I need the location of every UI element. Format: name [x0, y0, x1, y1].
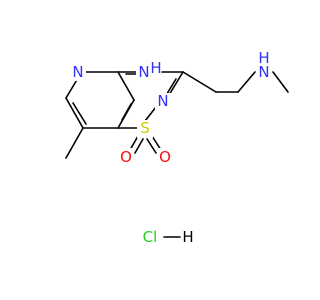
bond-n7-c8: [65, 77, 79, 99]
atom-n4: N: [138, 63, 149, 81]
sulfonyl-bonds: [129, 135, 162, 154]
bond-n-methyl: [272, 71, 289, 93]
atom-h-salt: H: [182, 228, 193, 246]
atom-cl: Cl: [143, 228, 158, 246]
bond-n2-s1: [144, 106, 157, 122]
bond-ch2-n: [237, 71, 256, 93]
bond-s-o-left-a: [129, 135, 139, 151]
atom-o-left: O: [120, 148, 132, 166]
bond-s-o-right-a: [151, 135, 162, 151]
bond-c8-c9: [65, 97, 84, 129]
bond-c11-c6: [117, 71, 135, 101]
atom-n4-h: H: [150, 59, 161, 77]
bond-c3-n2: [168, 71, 184, 96]
atom-n-amine-h: H: [258, 49, 269, 67]
bond-c3-ch2: [182, 71, 217, 93]
atom-s1: S: [140, 119, 150, 137]
bond-s-o-right-b: [146, 138, 157, 154]
bond-methyl: [65, 127, 84, 159]
atom-n2: N: [157, 92, 168, 110]
structure-diagram: N N H N S O O N H Cl H: [65, 49, 289, 246]
pyridine-ring: [65, 71, 140, 129]
atom-n-amine: N: [258, 63, 269, 81]
side-chain: [182, 71, 289, 93]
bond-s-o-left-b: [134, 138, 144, 154]
bond-c10-c11-double: [121, 103, 132, 121]
atom-o-right: O: [159, 148, 171, 166]
atom-n-pyridine: N: [72, 63, 83, 81]
molecule-canvas: N N H N S O O N H Cl H: [65, 49, 289, 246]
bond-c8-c9-double: [72, 102, 87, 125]
atom-labels: N N H N S O O N H Cl H: [70, 49, 272, 246]
